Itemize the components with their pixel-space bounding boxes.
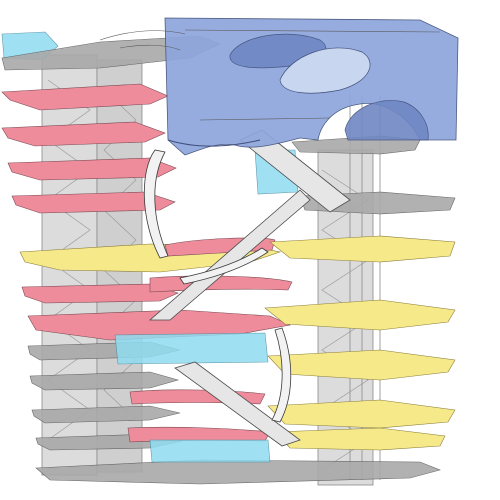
yellow-slab-r4 — [267, 399, 456, 429]
yellow-slab-r1 — [269, 235, 456, 263]
ramp-lower — [174, 361, 301, 447]
roof-front-edge — [167, 139, 261, 147]
pink-curve-2 — [149, 275, 293, 293]
cyan-box-bottom — [149, 439, 271, 463]
roof-opening-2 — [279, 47, 371, 94]
grey-slab-2 — [29, 371, 180, 391]
sculptural-struts — [143, 149, 292, 423]
pink-slab-2 — [1, 121, 166, 147]
roof-volume — [164, 17, 459, 156]
left-pink-slabs — [1, 83, 292, 341]
yellow-slab-r2 — [264, 299, 456, 331]
pink-slab-1 — [1, 83, 169, 111]
ramps — [148, 129, 351, 447]
grey-slab-3 — [31, 405, 181, 424]
pink-slab-6 — [27, 309, 292, 341]
roof-arch — [344, 100, 429, 141]
yellow-slab-r5 — [274, 427, 446, 451]
roof-detail — [99, 29, 441, 121]
left-grey-slabs — [27, 341, 441, 485]
cyan-volumes — [1, 31, 299, 463]
yellow-slab-r3 — [267, 349, 456, 381]
right-yellow-slabs — [264, 235, 456, 451]
strut-lower — [271, 327, 292, 423]
cyan-box-mid — [114, 332, 269, 365]
strut-left — [143, 149, 169, 259]
ramp-middle — [148, 189, 311, 321]
strut-center — [179, 247, 269, 285]
